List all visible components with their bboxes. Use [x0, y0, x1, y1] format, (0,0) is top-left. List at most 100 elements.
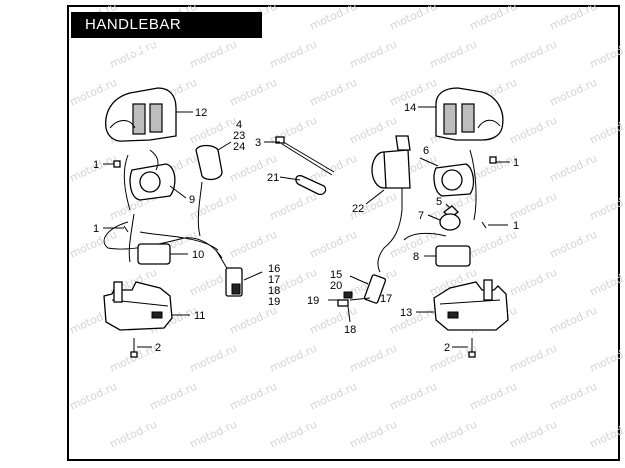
sleeve-21	[295, 174, 327, 196]
callout-8: 8	[413, 251, 419, 263]
watermark-text: motod.ru	[588, 190, 625, 223]
callout-20: 20	[330, 280, 342, 292]
watermark-text: motod.ru	[588, 38, 625, 71]
switch-module-right	[433, 149, 477, 221]
callout-1-mid-left: 1	[93, 223, 99, 235]
watermark-text: motod.ru	[508, 38, 559, 71]
left-switch-assembly	[103, 87, 243, 358]
watermark-text: motod.ru	[548, 152, 599, 185]
watermark-text: motod.ru	[468, 228, 519, 261]
watermark-text: motod.ru	[268, 342, 319, 375]
callout-3: 3	[255, 137, 261, 149]
screw-right-1b	[481, 221, 487, 229]
watermark-text: motod.ru	[468, 380, 519, 413]
watermark-text: motod.ru	[348, 418, 399, 451]
lower-switch-housing-right	[433, 279, 509, 331]
wire-connector-right	[337, 274, 387, 307]
watermark-text: motod.ru	[348, 342, 399, 375]
callout-18-right: 18	[344, 324, 356, 336]
watermark-text: motod.ru	[228, 304, 279, 337]
callout-16: 16	[268, 263, 280, 275]
wire-connector-left	[215, 249, 243, 297]
upper-switch-housing-right	[435, 87, 504, 141]
watermark-text: motod.ru	[308, 228, 359, 261]
watermark-text: motod.ru	[108, 418, 159, 451]
watermark-text: motod.ru	[308, 0, 359, 33]
watermark-text: motod.ru	[388, 304, 439, 337]
watermark-text: motod.ru	[588, 266, 625, 299]
clamp-connector-4	[195, 144, 223, 237]
callout-1-mid-right: 1	[513, 220, 519, 232]
watermark-text: motod.ru	[468, 0, 519, 33]
watermark-text: motod.ru	[308, 152, 359, 185]
watermark-text: motod.ru	[68, 76, 119, 109]
callout-2-right: 2	[444, 342, 450, 354]
callout-24: 24	[233, 141, 245, 153]
watermark-text: motod.ru	[268, 418, 319, 451]
screw-left-lower	[130, 338, 138, 358]
watermark-text: motod.ru	[188, 418, 239, 451]
watermark-text: motod.ru	[308, 76, 359, 109]
callout-22: 22	[352, 203, 364, 215]
watermark-text: motod.ru	[188, 38, 239, 71]
watermark-layer: motod.ru motod.ru motod.ru motod.ru motod.ru…	[68, 0, 625, 451]
watermark-text: motod.ru	[268, 190, 319, 223]
callout-17-right: 17	[380, 293, 392, 305]
page-title: HANDLEBAR SWITCHES	[71, 12, 262, 59]
callout-18-left: 18	[268, 285, 280, 297]
callout-13: 13	[400, 307, 412, 319]
callout-1-upper-right: 1	[513, 157, 519, 169]
watermark-text: motod.ru	[508, 418, 559, 451]
callout-19-left: 19	[268, 296, 280, 308]
watermark-text: motod.ru	[508, 266, 559, 299]
callout-14: 14	[404, 102, 416, 114]
callout-10: 10	[192, 249, 204, 261]
watermark-text: motod.ru	[228, 76, 279, 109]
callout-1-upper-left: 1	[93, 159, 99, 171]
watermark-text: motod.ru	[548, 304, 599, 337]
watermark-text: motod.ru	[588, 114, 625, 147]
watermark-text: motod.ru	[548, 380, 599, 413]
watermark-text: motod.ru	[508, 342, 559, 375]
callout-21: 21	[267, 172, 279, 184]
callout-11: 11	[194, 310, 205, 322]
watermark-text: motod.ru	[148, 380, 199, 413]
screw-left-1b	[123, 225, 129, 233]
throttle-sleeve-22	[371, 135, 411, 210]
leader-lines	[103, 106, 510, 348]
upper-switch-housing-left	[105, 87, 177, 142]
callout-23: 23	[233, 130, 245, 142]
watermark-text: motod.ru	[548, 0, 599, 33]
watermark-text: motod.ru	[348, 38, 399, 71]
screw-right-1a	[489, 156, 497, 164]
callout-6: 6	[423, 145, 429, 157]
watermark-text: motod.ru	[388, 380, 439, 413]
right-switch-assembly	[337, 87, 509, 358]
switch-module-left	[123, 149, 176, 211]
cable-tie-3	[275, 136, 335, 176]
button-7	[439, 213, 461, 231]
diagram-frame	[67, 5, 620, 461]
watermark-text: motod.ru	[428, 418, 479, 451]
watermark-text: motod.ru	[68, 380, 119, 413]
watermark-text: motod.ru	[548, 228, 599, 261]
watermark-text: motod.ru	[548, 76, 599, 109]
lower-switch-housing-left	[103, 281, 173, 331]
callout-19-right: 19	[307, 295, 319, 307]
watermark-text: motod.ru	[508, 114, 559, 147]
watermark-text: motod.ru	[228, 380, 279, 413]
watermark-text: motod.ru	[268, 38, 319, 71]
watermark-text: motod.ru	[588, 418, 625, 451]
watermark-text: motod.ru	[388, 0, 439, 33]
watermark-text: motod.ru	[348, 114, 399, 147]
watermark-text: motod.ru	[188, 190, 239, 223]
callout-15: 15	[330, 269, 342, 281]
watermark-text: motod.ru	[588, 342, 625, 375]
callout-5: 5	[436, 196, 442, 208]
watermark-text: motod.ru	[308, 380, 359, 413]
callout-9: 9	[189, 194, 195, 206]
callout-labels: 12 4 23 24 3 14 1 9 6 1 21 22 5 7 1 1 10…	[93, 102, 519, 354]
callout-12: 12	[195, 107, 207, 119]
